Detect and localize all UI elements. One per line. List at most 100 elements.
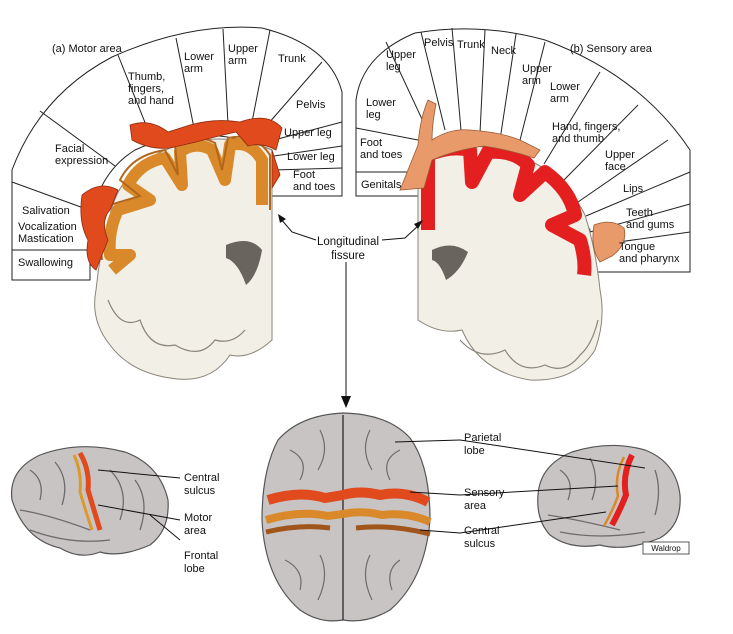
sensory-label-foot-and-toes-line: Foot [360,137,382,149]
motor-label-pelvis: Pelvis [296,99,326,111]
sensory-label-upper-arm-line: arm [522,75,541,87]
motor-label-facial-expression-line: Facial [55,143,84,155]
left-brain-leaders [97,469,181,541]
motor-label-facial-expression-line: expression [55,155,108,167]
sensory-label-lower-arm-line: Lower [550,81,580,93]
sensory-label-hand-fingers-thumb-line: and thumb [552,133,604,145]
sensory-label-foot-and-toes-line: and toes [360,149,403,161]
motor-label-thumb-fingers-hand-line: Thumb, [128,71,165,83]
sensory-label-tongue-and-pharynx-line: and pharynx [619,253,680,265]
sensory-label-upper-leg-line: leg [386,61,401,73]
credit-box [642,541,690,555]
motor-label-trunk-line: Trunk [278,53,306,65]
left-frontal-lobe-label-line: Frontal [184,550,218,562]
right-brain-leaders [394,439,646,534]
right-sensory-area-label-line: area [464,500,487,512]
sensory-label-pelvis-line: Pelvis [424,37,454,49]
motor-panel [11,26,343,380]
sensory-ventricle [432,245,468,280]
motor-ventricle [226,241,262,285]
superior-motor-strip [264,508,432,526]
right-central-sulcus-label-line: sulcus [464,538,496,550]
motor-label-thumb-fingers-hand-line: fingers, [128,83,164,95]
sensory-label-pelvis: Pelvis [424,37,454,49]
sensory-panel [355,27,691,381]
sensory-label-upper-leg-line: Upper [386,49,416,61]
motor-label-vocalization: Vocalization [18,221,77,233]
motor-label-thumb-fingers-hand: Thumb,fingers,and hand [128,71,174,107]
sensory-label-lips-line: Lips [623,183,644,195]
motor-area-title-text: (a) Motor area [52,43,123,55]
sensory-label-trunk: Trunk [457,39,485,51]
motor-label-pelvis-line: Pelvis [296,99,326,111]
motor-label-upper-arm-line: arm [228,55,247,67]
sensory-lower-gyri [459,319,599,369]
sensory-label-neck: Neck [491,45,517,57]
motor-label-trunk: Trunk [278,53,306,65]
left-lateral-brain [10,446,169,556]
left-motor-area-label-line: Motor [184,512,212,524]
longitudinal-fissure-text: Longitudinal fissure [317,236,379,262]
motor-label-lower-arm-line: arm [184,63,203,75]
motor-label-swallowing-line: Swallowing [18,257,73,269]
left-frontal-lobe-label-line: lobe [184,563,205,575]
motor-label-salivation-line: Salivation [22,205,70,217]
motor-label-upper-arm-line: Upper [228,43,258,55]
sensory-area-title-text: (b) Sensory area [570,43,653,55]
motor-label-lower-leg: Lower leg [287,151,335,163]
sensory-label-trunk-line: Trunk [457,39,485,51]
sensory-label-lips: Lips [623,183,644,195]
superior-sensory-strip [266,487,431,507]
motor-label-fan [11,26,343,281]
motor-label-lower-arm-line: Lower [184,51,214,63]
sensory-label-neck-line: Neck [491,45,517,57]
longitudinal-fissure-text-line: Longitudinal [317,236,379,248]
longitudinal-fissure-label: Longitudinal fissure [317,236,379,262]
right-central-sulcus-label-line: Central [464,525,499,537]
left-central-sulcus-label-line: sulcus [184,485,216,497]
right-parietal-lobe-label-line: lobe [464,445,485,457]
motor-homunculus [80,117,283,271]
motor-label-thumb-fingers-hand-line: and hand [128,95,174,107]
motor-label-upper-leg: Upper leg [284,127,332,139]
longitudinal-fissure-text-line: fissure [331,250,365,262]
motor-label-foot-and-toes-line: Foot [293,169,315,181]
motor-label-vocalization-line: Vocalization [18,221,77,233]
sensory-label-hand-fingers-thumb: Hand, fingers,and thumb [552,121,620,145]
motor-label-foot-and-toes-line: and toes [293,181,336,193]
sensory-label-genitals-line: Genitals [361,179,402,191]
left-motor-area-label-line: area [184,525,207,537]
sensory-homunculus [399,99,626,263]
sensory-area-title: (b) Sensory area [570,43,653,55]
sensory-label-lower-leg-line: leg [366,109,381,121]
right-parietal-lobe-label-line: Parietal [464,432,501,444]
motor-label-mastication-line: Mastication [18,233,74,245]
motor-label-upper-leg-line: Upper leg [284,127,332,139]
motor-label-salivation: Salivation [22,205,70,217]
motor-cortex-band [103,138,268,275]
left-motor-strip [77,451,103,531]
right-sensory-area-label-line: Sensory [464,487,505,499]
superior-view-brain [261,412,432,622]
motor-label-mastication: Mastication [18,233,74,245]
sensory-label-lower-arm-line: arm [550,93,569,105]
